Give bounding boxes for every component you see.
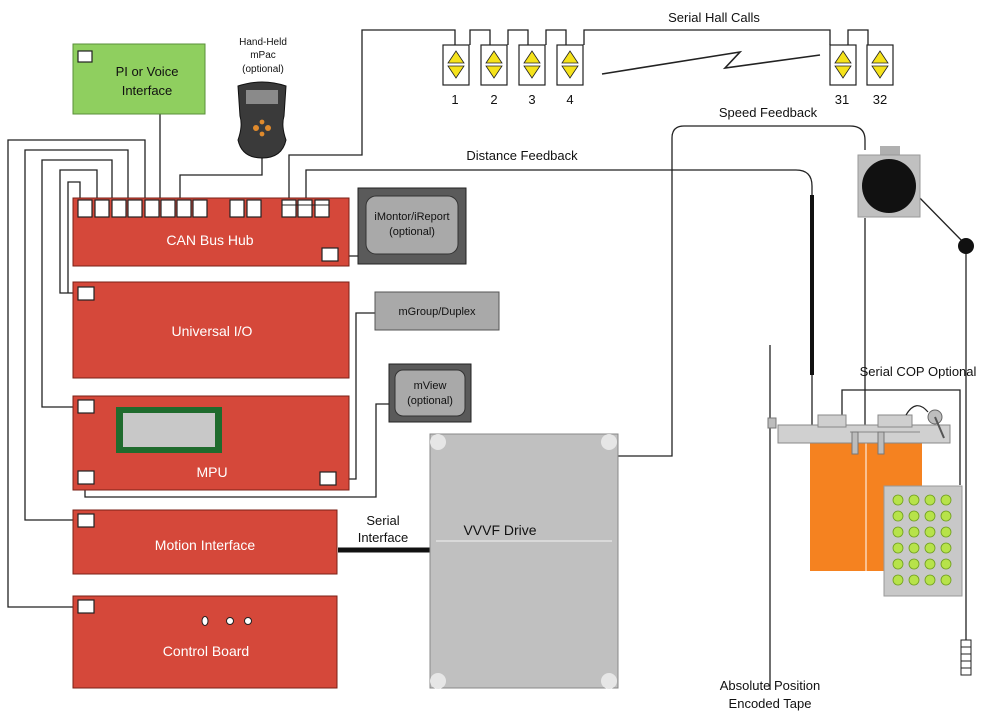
control-board: Control Board: [72, 595, 338, 689]
wiring: [7, 29, 967, 690]
car-operating-panel: [883, 485, 963, 597]
control-board-label: Control Board: [163, 643, 249, 659]
handheld-mpac: Hand-Held mPac (optional): [237, 37, 287, 159]
imonitor-label-1: iMontor/iReport: [374, 211, 449, 223]
hall-call-station: [480, 44, 508, 86]
mview-box: mView (optional): [388, 363, 472, 423]
mview-label-2: (optional): [407, 395, 453, 407]
serial-interface-label-2: Interface: [358, 530, 409, 545]
hall-call-station: [829, 44, 857, 86]
handheld-label-1: Hand-Held: [239, 37, 287, 48]
vvvf-drive: VVVF Drive: [429, 433, 619, 689]
mgroup-box: mGroup/Duplex: [374, 291, 500, 331]
sheave-icon: [862, 159, 916, 213]
mpu-label: MPU: [196, 464, 227, 480]
hall-call-number: 3: [528, 92, 535, 107]
hall-call-station: [866, 44, 894, 86]
universal-io-label: Universal I/O: [172, 323, 253, 339]
pi-voice-label-2: Interface: [122, 83, 173, 98]
encoded-tape-label-2: Encoded Tape: [729, 696, 812, 711]
serial-cop-label: Serial COP Optional: [860, 364, 977, 379]
handheld-label-2: mPac: [250, 50, 276, 61]
hall-call-number: 31: [835, 92, 849, 107]
speed-feedback-label: Speed Feedback: [719, 105, 818, 120]
mview-label-1: mView: [414, 380, 447, 392]
handheld-label-3: (optional): [242, 64, 284, 75]
hall-call-station: [442, 44, 470, 86]
mgroup-label: mGroup/Duplex: [398, 306, 476, 318]
serial-hall-calls-label: Serial Hall Calls: [668, 10, 760, 25]
distance-feedback-label: Distance Feedback: [466, 148, 578, 163]
hall-call-number: 1: [451, 92, 458, 107]
imonitor-box: iMontor/iReport (optional): [357, 187, 467, 265]
can-bus-hub-label: CAN Bus Hub: [166, 232, 253, 248]
pi-voice-label-1: PI or Voice: [116, 64, 179, 79]
hall-call-stations: 1 2 3 4 31 32: [442, 44, 894, 107]
motion-interface-label: Motion Interface: [155, 537, 256, 553]
deflector-sheave-icon: [958, 238, 974, 254]
mpu-board: MPU: [72, 395, 350, 491]
pi-voice-interface: PI or Voice Interface: [72, 43, 206, 115]
imonitor-label-2: (optional): [389, 226, 435, 238]
hall-call-number: 32: [873, 92, 887, 107]
universal-io-board: Universal I/O: [72, 281, 350, 379]
motion-interface-board: Motion Interface: [72, 509, 338, 575]
vvvf-drive-label: VVVF Drive: [463, 522, 536, 538]
hall-call-number: 2: [490, 92, 497, 107]
hall-call-number: 4: [566, 92, 573, 107]
can-bus-hub: CAN Bus Hub: [72, 197, 350, 267]
hoist-machine: [857, 146, 974, 254]
hall-call-station: [556, 44, 584, 86]
counterweight: [960, 639, 972, 676]
encoded-tape-label-1: Absolute Position: [720, 678, 820, 693]
serial-interface-label-1: Serial: [366, 513, 399, 528]
hall-call-station: [518, 44, 546, 86]
